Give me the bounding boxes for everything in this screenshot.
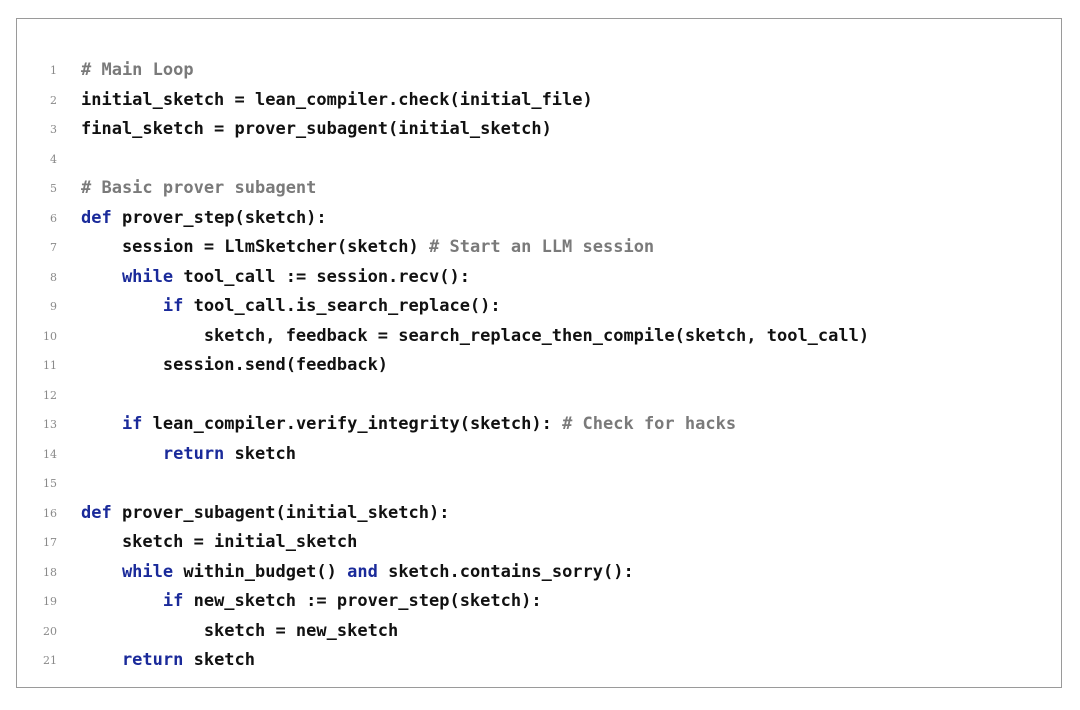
code-text: session.send(feedback) <box>81 351 388 381</box>
code-line: 4 <box>17 145 1061 175</box>
code-text: def prover_step(sketch): <box>81 204 327 234</box>
code-line: 5 # Basic prover subagent <box>17 174 1061 204</box>
code-listing-frame: 1 # Main Loop 2 initial_sketch = lean_compi… <box>16 18 1062 688</box>
code-keyword: if <box>81 296 184 316</box>
code-token: initial_sketch = lean_compiler.check(ini… <box>81 89 593 110</box>
code-comment: # Check for hacks <box>562 414 737 434</box>
code-keyword: if <box>81 414 143 434</box>
code-token: prover_step(sketch): <box>111 207 327 228</box>
code-comment: # Start an LLM session <box>429 237 655 257</box>
code-text: final_sketch = prover_subagent(initial_s… <box>81 115 552 145</box>
code-text: session = LlmSketcher(sketch) # Start an… <box>81 233 654 263</box>
code-line: 14 return sketch <box>17 440 1061 470</box>
code-text: sketch, feedback = search_replace_then_c… <box>81 322 869 352</box>
line-number: 19 <box>43 595 57 608</box>
code-line: 8 while tool_call := session.recv(): <box>17 263 1061 293</box>
code-comment: # Basic prover subagent <box>81 178 317 198</box>
line-number: 3 <box>50 123 57 136</box>
line-number: 7 <box>50 241 57 254</box>
code-token: tool_call := session.recv(): <box>173 266 470 287</box>
code-token: final_sketch = prover_subagent(initial_s… <box>81 119 552 139</box>
line-number: 10 <box>43 329 57 343</box>
code-line: 10 sketch, feedback = search_replace_the… <box>17 322 1061 352</box>
code-keyword: return <box>81 443 225 464</box>
code-listing: 1 # Main Loop 2 initial_sketch = lean_compi… <box>17 56 1061 676</box>
code-line: 20 sketch = new_sketch <box>17 617 1061 647</box>
code-token: sketch = initial_sketch <box>81 532 358 552</box>
code-comment: # Main Loop <box>81 60 194 80</box>
code-token: sketch.contains_sorry(): <box>377 561 634 582</box>
code-text: while within_budget() and sketch.contain… <box>81 558 634 588</box>
code-line: 11 session.send(feedback) <box>17 351 1061 381</box>
code-keyword: and <box>347 561 378 582</box>
code-line: 3 final_sketch = prover_subagent(initial_… <box>17 115 1061 145</box>
code-line: 12 <box>17 381 1061 411</box>
code-token: within_budget() <box>173 561 348 582</box>
code-token: tool_call.is_search_replace(): <box>183 296 501 316</box>
code-keyword: while <box>81 266 174 287</box>
code-line: 2 initial_sketch = lean_compiler.check(in… <box>17 86 1061 116</box>
line-number: 5 <box>50 182 57 195</box>
code-text: return sketch <box>81 646 255 676</box>
code-text: initial_sketch = lean_compiler.check(ini… <box>81 86 593 116</box>
line-number: 12 <box>43 388 57 402</box>
code-token: prover_subagent(initial_sketch): <box>111 502 450 523</box>
line-number: 11 <box>43 359 57 372</box>
code-keyword: while <box>81 561 174 582</box>
line-number: 4 <box>50 152 57 166</box>
code-token: session.send(feedback) <box>81 355 389 375</box>
code-line: 7 session = LlmSketcher(sketch) # Start … <box>17 233 1061 263</box>
line-number: 20 <box>43 624 57 638</box>
line-number: 17 <box>43 536 57 549</box>
line-number: 16 <box>43 506 57 520</box>
code-text: def prover_subagent(initial_sketch): <box>81 499 449 529</box>
line-number: 9 <box>50 300 57 313</box>
code-text: if lean_compiler.verify_integrity(sketch… <box>81 410 736 440</box>
code-text: while tool_call := session.recv(): <box>81 263 470 293</box>
line-number: 14 <box>43 447 57 461</box>
line-number: 13 <box>43 418 57 431</box>
code-token: lean_compiler.verify_integrity(sketch): <box>142 414 563 434</box>
line-number: 15 <box>43 477 57 490</box>
line-number: 8 <box>50 270 57 284</box>
code-line: 6 def prover_step(sketch): <box>17 204 1061 234</box>
code-keyword: if <box>81 591 184 611</box>
code-line: 16 def prover_subagent(initial_sketch): <box>17 499 1061 529</box>
code-token: sketch = new_sketch <box>81 620 399 641</box>
code-line: 19 if new_sketch := prover_step(sketch): <box>17 587 1061 617</box>
code-text: if tool_call.is_search_replace(): <box>81 292 501 322</box>
code-keyword: return <box>81 650 184 670</box>
code-token: new_sketch := prover_step(sketch): <box>183 591 542 611</box>
code-line: 17 sketch = initial_sketch <box>17 528 1061 558</box>
code-token: session = LlmSketcher(sketch) <box>81 237 429 257</box>
line-number: 18 <box>43 565 57 579</box>
code-line: 9 if tool_call.is_search_replace(): <box>17 292 1061 322</box>
code-text: return sketch <box>81 440 296 470</box>
code-text: # Basic prover subagent <box>81 174 316 204</box>
code-line: 13 if lean_compiler.verify_integrity(ske… <box>17 410 1061 440</box>
code-line: 18 while within_budget() and sketch.cont… <box>17 558 1061 588</box>
line-number: 6 <box>50 211 57 225</box>
code-token: sketch <box>224 443 296 464</box>
code-line: 15 <box>17 469 1061 499</box>
code-text: # Main Loop <box>81 56 194 86</box>
code-line: 1 # Main Loop <box>17 56 1061 86</box>
line-number: 1 <box>50 64 57 77</box>
code-token: sketch <box>183 650 256 670</box>
code-token: sketch, feedback = search_replace_then_c… <box>81 325 870 346</box>
line-number: 2 <box>50 93 57 107</box>
line-number: 21 <box>43 654 57 667</box>
code-line: 21 return sketch <box>17 646 1061 676</box>
code-keyword: def <box>81 207 112 228</box>
code-keyword: def <box>81 502 112 523</box>
code-text: sketch = initial_sketch <box>81 528 357 558</box>
code-text: if new_sketch := prover_step(sketch): <box>81 587 542 617</box>
code-text: sketch = new_sketch <box>81 617 398 647</box>
